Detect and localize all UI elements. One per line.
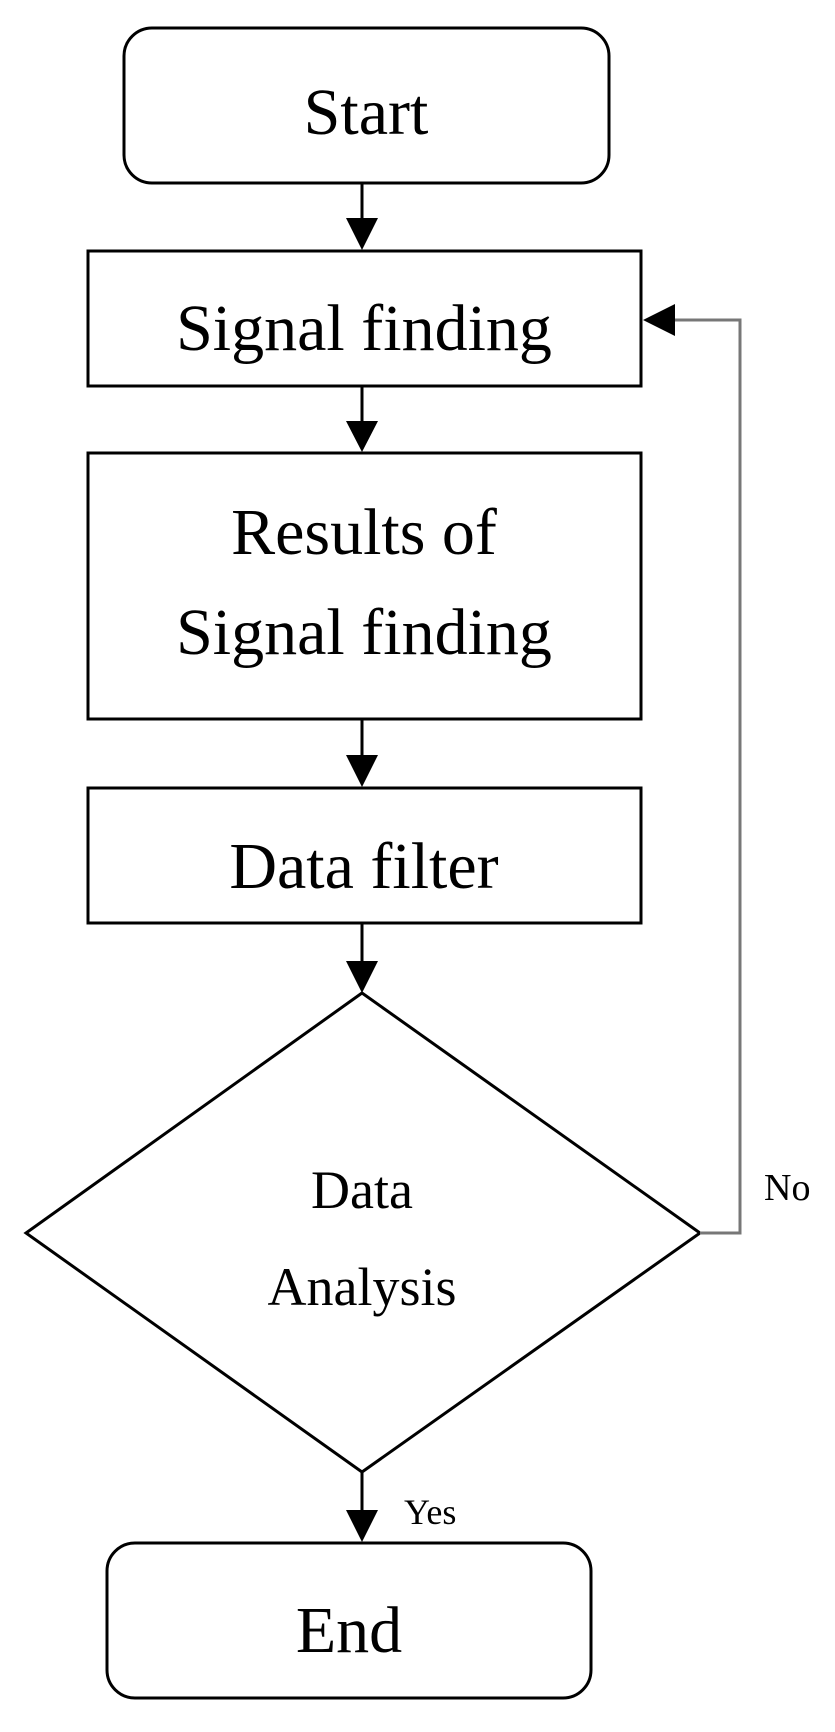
start-node: Start [122,26,611,185]
no-loop-connector: No [643,304,810,1235]
results-label-line1: Results of [231,496,497,569]
yes-label: Yes [404,1492,456,1532]
end-label: End [296,1594,402,1667]
arrow-start-to-signal [346,183,378,250]
results-label-line2: Signal finding [176,596,552,669]
no-label: No [764,1167,810,1209]
start-label: Start [304,76,429,149]
data-filter-label: Data filter [229,830,498,903]
signal-finding-node: Signal finding [86,249,643,388]
arrow-signal-to-results [346,386,378,452]
arrow-decision-to-end: Yes [346,1472,456,1542]
arrow-filter-to-decision [346,923,378,993]
decision-label-line1: Data [311,1160,413,1220]
signal-finding-label: Signal finding [176,292,552,365]
arrow-results-to-filter [346,719,378,787]
end-node: End [105,1541,593,1700]
data-filter-node: Data filter [86,786,643,925]
decision-diamond: Data Analysis [23,991,703,1474]
decision-label-line2: Analysis [268,1257,457,1317]
results-node: Results of Signal finding [86,451,643,721]
